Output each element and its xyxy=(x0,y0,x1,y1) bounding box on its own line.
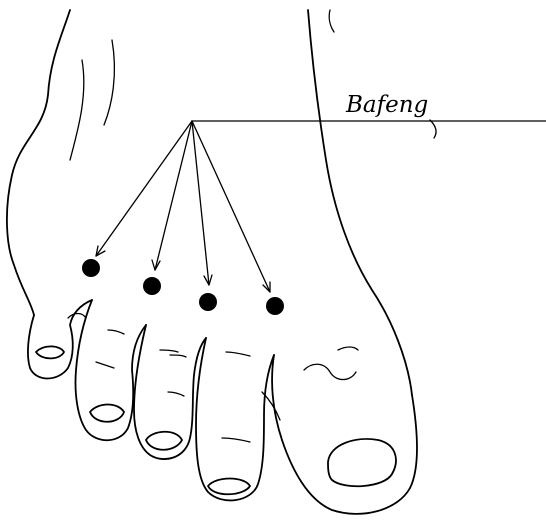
bafeng-point-3 xyxy=(199,293,217,311)
bafeng-point-4 xyxy=(266,297,284,315)
pointer-line-1 xyxy=(96,121,192,256)
fourth-toe-nail xyxy=(90,405,124,422)
pointer-lines xyxy=(96,121,546,292)
foot-outline xyxy=(7,10,412,395)
third-toe-nail xyxy=(146,432,182,450)
pointer-line-4 xyxy=(192,121,270,292)
bafeng-point-1 xyxy=(82,259,100,277)
second-toe-nail xyxy=(208,479,250,495)
big-toe-nail xyxy=(328,439,396,486)
pointer-line-3 xyxy=(192,121,209,285)
toes xyxy=(28,300,417,514)
label-underline-flourish xyxy=(430,120,436,138)
little-toe-nail xyxy=(36,346,64,358)
bafeng-label: Bafeng xyxy=(345,92,428,118)
bafeng-points xyxy=(82,259,284,315)
bafeng-point-2 xyxy=(143,277,161,295)
pointer-line-2 xyxy=(155,121,192,270)
